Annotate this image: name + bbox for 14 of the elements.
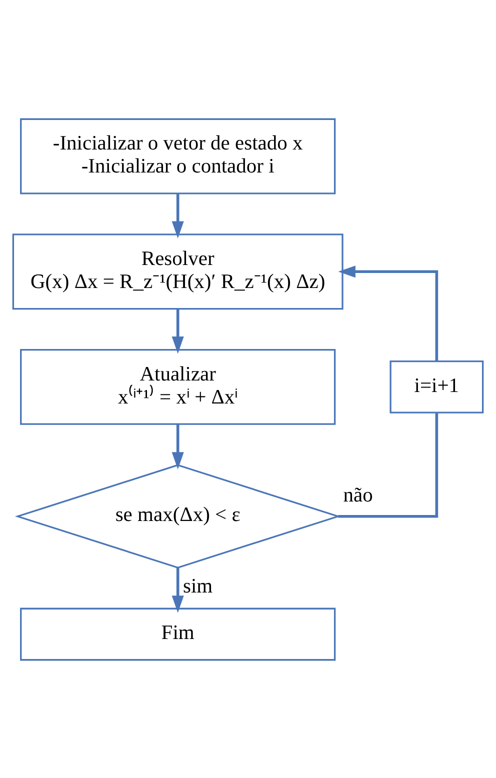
connector bbox=[338, 412, 438, 518]
edge-label: não bbox=[343, 484, 373, 506]
node-box: -Inicializar o vetor de estado x -Inicializar o contador i bbox=[20, 118, 336, 194]
node-box: Resolver G(x) Δx = R_z⁻¹(H(x)′ R_z⁻¹(x) Δz) bbox=[12, 233, 344, 310]
arrow bbox=[172, 424, 184, 469]
node-box: i=i+1 bbox=[390, 360, 484, 413]
arrow bbox=[172, 194, 184, 238]
node-box: Atualizar x⁽ⁱ⁺¹⁾ = xⁱ + Δxⁱ bbox=[20, 348, 336, 424]
edge-label: sim bbox=[182, 575, 213, 598]
arrow bbox=[172, 567, 184, 612]
arrow bbox=[172, 308, 184, 354]
node-diamond: se max(Δx) < ε bbox=[14, 464, 341, 568]
arrow bbox=[338, 265, 438, 360]
node-box: Fim bbox=[20, 607, 336, 660]
